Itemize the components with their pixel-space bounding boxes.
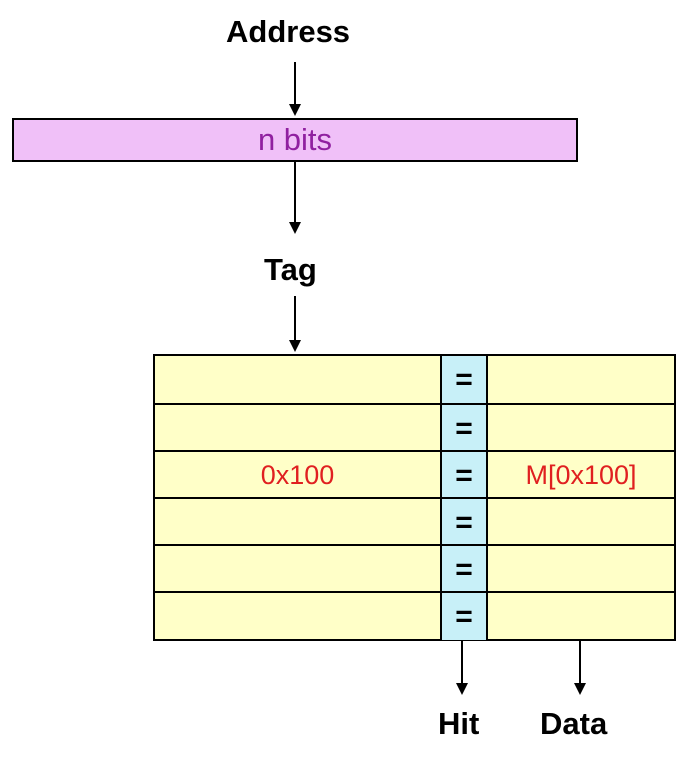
cache-row: 0x100 = M[0x100] — [155, 452, 674, 499]
data-label: Data — [540, 706, 608, 741]
arrow-to-hit — [461, 641, 463, 685]
comparator-cell: = — [440, 452, 488, 499]
cache-data-cell — [488, 499, 674, 546]
tag-label: Tag — [264, 252, 317, 287]
comparator-cell: = — [440, 546, 488, 593]
address-bits-text: n bits — [257, 122, 333, 157]
comparator-cell: = — [440, 405, 488, 452]
arrow-to-hit-head — [456, 683, 468, 695]
cache-tag-cell — [155, 405, 440, 452]
cache-tag-cell: 0x100 — [260, 460, 335, 490]
arrow-to-data — [579, 641, 581, 685]
cache-data-cell: M[0x100] — [525, 460, 637, 490]
cache-row: = — [155, 593, 674, 640]
comparator-cell: = — [440, 356, 488, 403]
cache-table: = = 0x100 = M[0x100] = = = — [153, 354, 676, 641]
row-divider — [155, 544, 674, 546]
row-divider — [155, 403, 674, 405]
cache-tag-cell — [155, 499, 440, 546]
arrow-tag-to-cache — [294, 296, 296, 342]
comparator-cell: = — [440, 499, 488, 546]
arrow-bar-to-tag-head — [289, 222, 301, 234]
arrow-tag-to-cache-head — [289, 340, 301, 352]
arrow-to-data-head — [574, 683, 586, 695]
cache-row: = — [155, 356, 674, 403]
address-label: Address — [226, 14, 351, 49]
cache-data-cell — [488, 356, 674, 403]
cache-tag-cell — [155, 356, 440, 403]
cache-row: = — [155, 499, 674, 546]
row-divider — [155, 497, 674, 499]
cache-tag-cell — [155, 546, 440, 593]
cache-row: = — [155, 546, 674, 593]
cache-row: = — [155, 405, 674, 452]
cache-data-cell — [488, 546, 674, 593]
row-divider — [155, 450, 674, 452]
cache-tag-cell — [155, 593, 440, 640]
cache-data-cell — [488, 593, 674, 640]
hit-label: Hit — [438, 706, 480, 741]
comparator-cell: = — [440, 593, 488, 640]
arrow-address-to-bar — [294, 62, 296, 106]
arrow-bar-to-tag — [294, 162, 296, 224]
cache-data-cell — [488, 405, 674, 452]
address-bits-bar: n bits — [12, 118, 578, 162]
row-divider — [155, 591, 674, 593]
arrow-address-to-bar-head — [289, 104, 301, 116]
